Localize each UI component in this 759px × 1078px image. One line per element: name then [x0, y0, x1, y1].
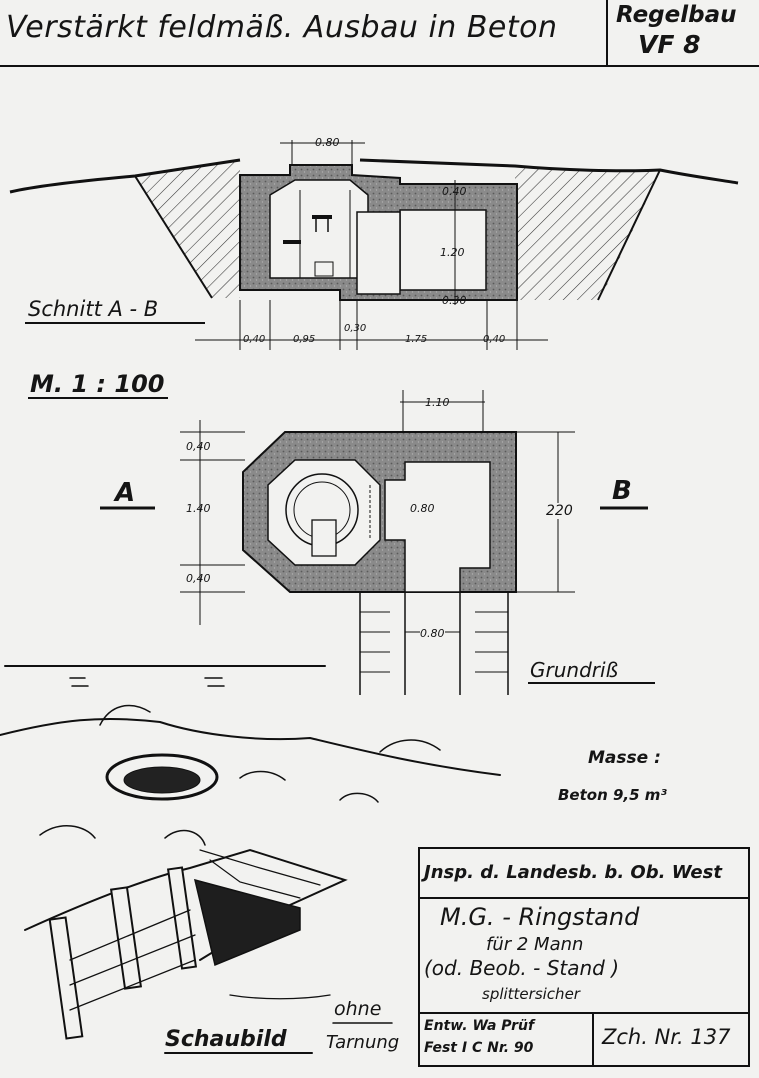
dim-bottom-2: 0,95: [293, 334, 316, 345]
section-label: Schnitt A - B: [28, 297, 159, 321]
title-block-name: M.G. - Ringstand: [440, 903, 640, 931]
dim-slab-top: 0.40: [442, 185, 467, 198]
dim-slab-bottom: 0.30: [442, 294, 467, 307]
dim-height: 1.20: [440, 246, 465, 259]
perspective-sketch: [0, 665, 501, 1054]
dim-inner-opening: 0.80: [410, 502, 435, 515]
perspective-note-line2: Tarnung: [326, 1032, 400, 1053]
dim-bottom-4: 1.75: [405, 334, 428, 345]
section-marker-a: A: [115, 478, 136, 508]
section-marker-b: B: [612, 476, 632, 506]
masse-heading: Masse :: [588, 748, 661, 768]
sheet-title: Verstärkt feldmäß. Ausbau in Beton: [6, 10, 558, 45]
dim-left-1: 0,40: [186, 440, 211, 453]
plan-label: Grundriß: [530, 658, 619, 682]
perspective-note-line1: ohne: [334, 998, 382, 1020]
title-block-frame: [418, 847, 750, 1067]
title-block-crew: für 2 Mann: [486, 934, 584, 955]
dim-bottom-5: 0,40: [483, 334, 506, 345]
dim-bottom-1: 0,40: [243, 334, 266, 345]
drawing-number: Zch. Nr. 137: [602, 1025, 731, 1049]
construction-type-label: Regelbau: [616, 2, 737, 28]
masse-value: Beton 9,5 m³: [558, 786, 667, 804]
sheet-frame: [0, 0, 759, 67]
dim-trench: 0.80: [420, 627, 445, 640]
title-block-authority: Jnsp. d. Landesb. b. Ob. West: [424, 862, 722, 883]
dim-right: 220: [546, 503, 573, 519]
dim-top-opening: 0.80: [315, 136, 340, 149]
title-block-design-1: Entw. Wa Prüf: [424, 1018, 535, 1034]
dim-top-width: 1.10: [425, 396, 450, 409]
dim-bottom-3: 0,30: [344, 323, 367, 334]
title-block-alt-use: (od. Beob. - Stand ): [424, 956, 620, 980]
dim-left-2: 1.40: [186, 502, 211, 515]
section-view-drawing: [9, 140, 739, 350]
plan-view-drawing: [28, 390, 655, 695]
title-block-design-2: Fest I C Nr. 90: [424, 1040, 534, 1056]
construction-type-code: VF 8: [638, 30, 701, 59]
perspective-label: Schaubild: [165, 1027, 287, 1052]
dim-left-3: 0,40: [186, 572, 211, 585]
scale-label: M. 1 : 100: [30, 370, 165, 398]
title-block-protection: splittersicher: [482, 985, 580, 1003]
